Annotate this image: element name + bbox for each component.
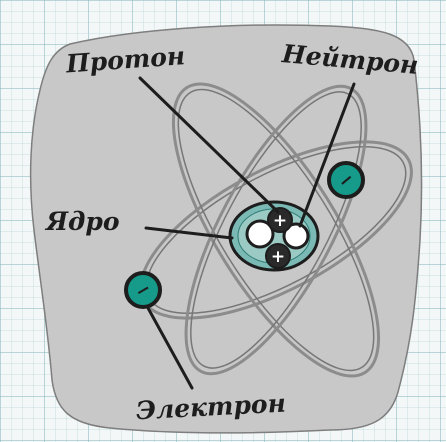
proton-sign: +: [273, 211, 287, 231]
label-nucleus: Ядро: [44, 207, 120, 236]
electron-bottom-left: −: [126, 273, 160, 307]
proton-sign: +: [271, 247, 285, 267]
electron-top-right: −: [329, 163, 363, 197]
